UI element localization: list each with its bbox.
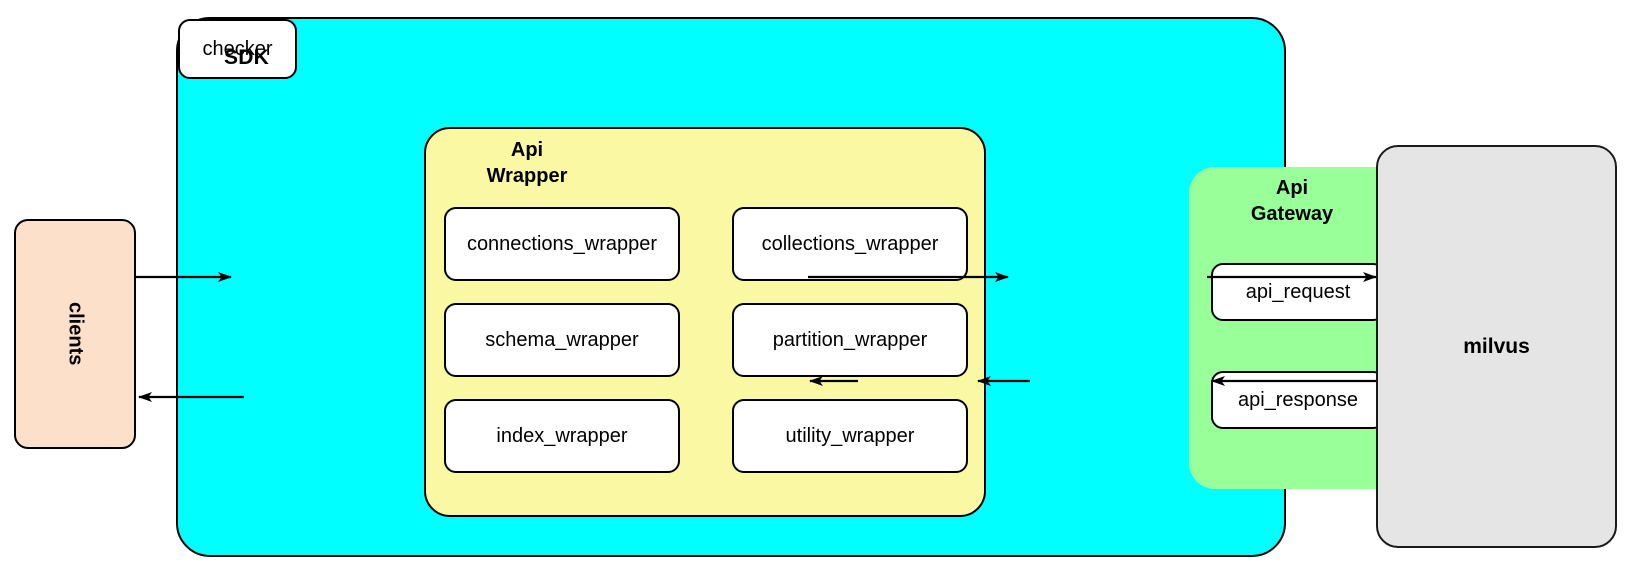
api-response-node[interactable]: api_response [1211, 371, 1385, 429]
checker-node[interactable]: checker [178, 19, 297, 79]
api-wrapper-label-line2: Wrapper [486, 165, 568, 187]
connections-wrapper-node[interactable]: connections_wrapper [444, 207, 680, 281]
utility-wrapper-node[interactable]: utility_wrapper [732, 399, 968, 473]
clients-node[interactable]: clients [14, 219, 136, 449]
api-gateway-label-line2: Gateway [1250, 203, 1334, 225]
schema-wrapper-node[interactable]: schema_wrapper [444, 303, 680, 377]
sdk-label: SDK [224, 46, 269, 69]
collections-wrapper-node[interactable]: collections_wrapper [732, 207, 968, 281]
clients-label: clients [64, 302, 87, 366]
api-request-node[interactable]: api_request [1211, 263, 1385, 321]
api-wrapper-label-line1: Api [510, 139, 544, 161]
partition-wrapper-node[interactable]: partition_wrapper [732, 303, 968, 377]
milvus-node[interactable]: milvus [1376, 145, 1617, 548]
index-wrapper-node[interactable]: index_wrapper [444, 399, 680, 473]
api-gateway-label-line1: Api [1275, 177, 1309, 199]
